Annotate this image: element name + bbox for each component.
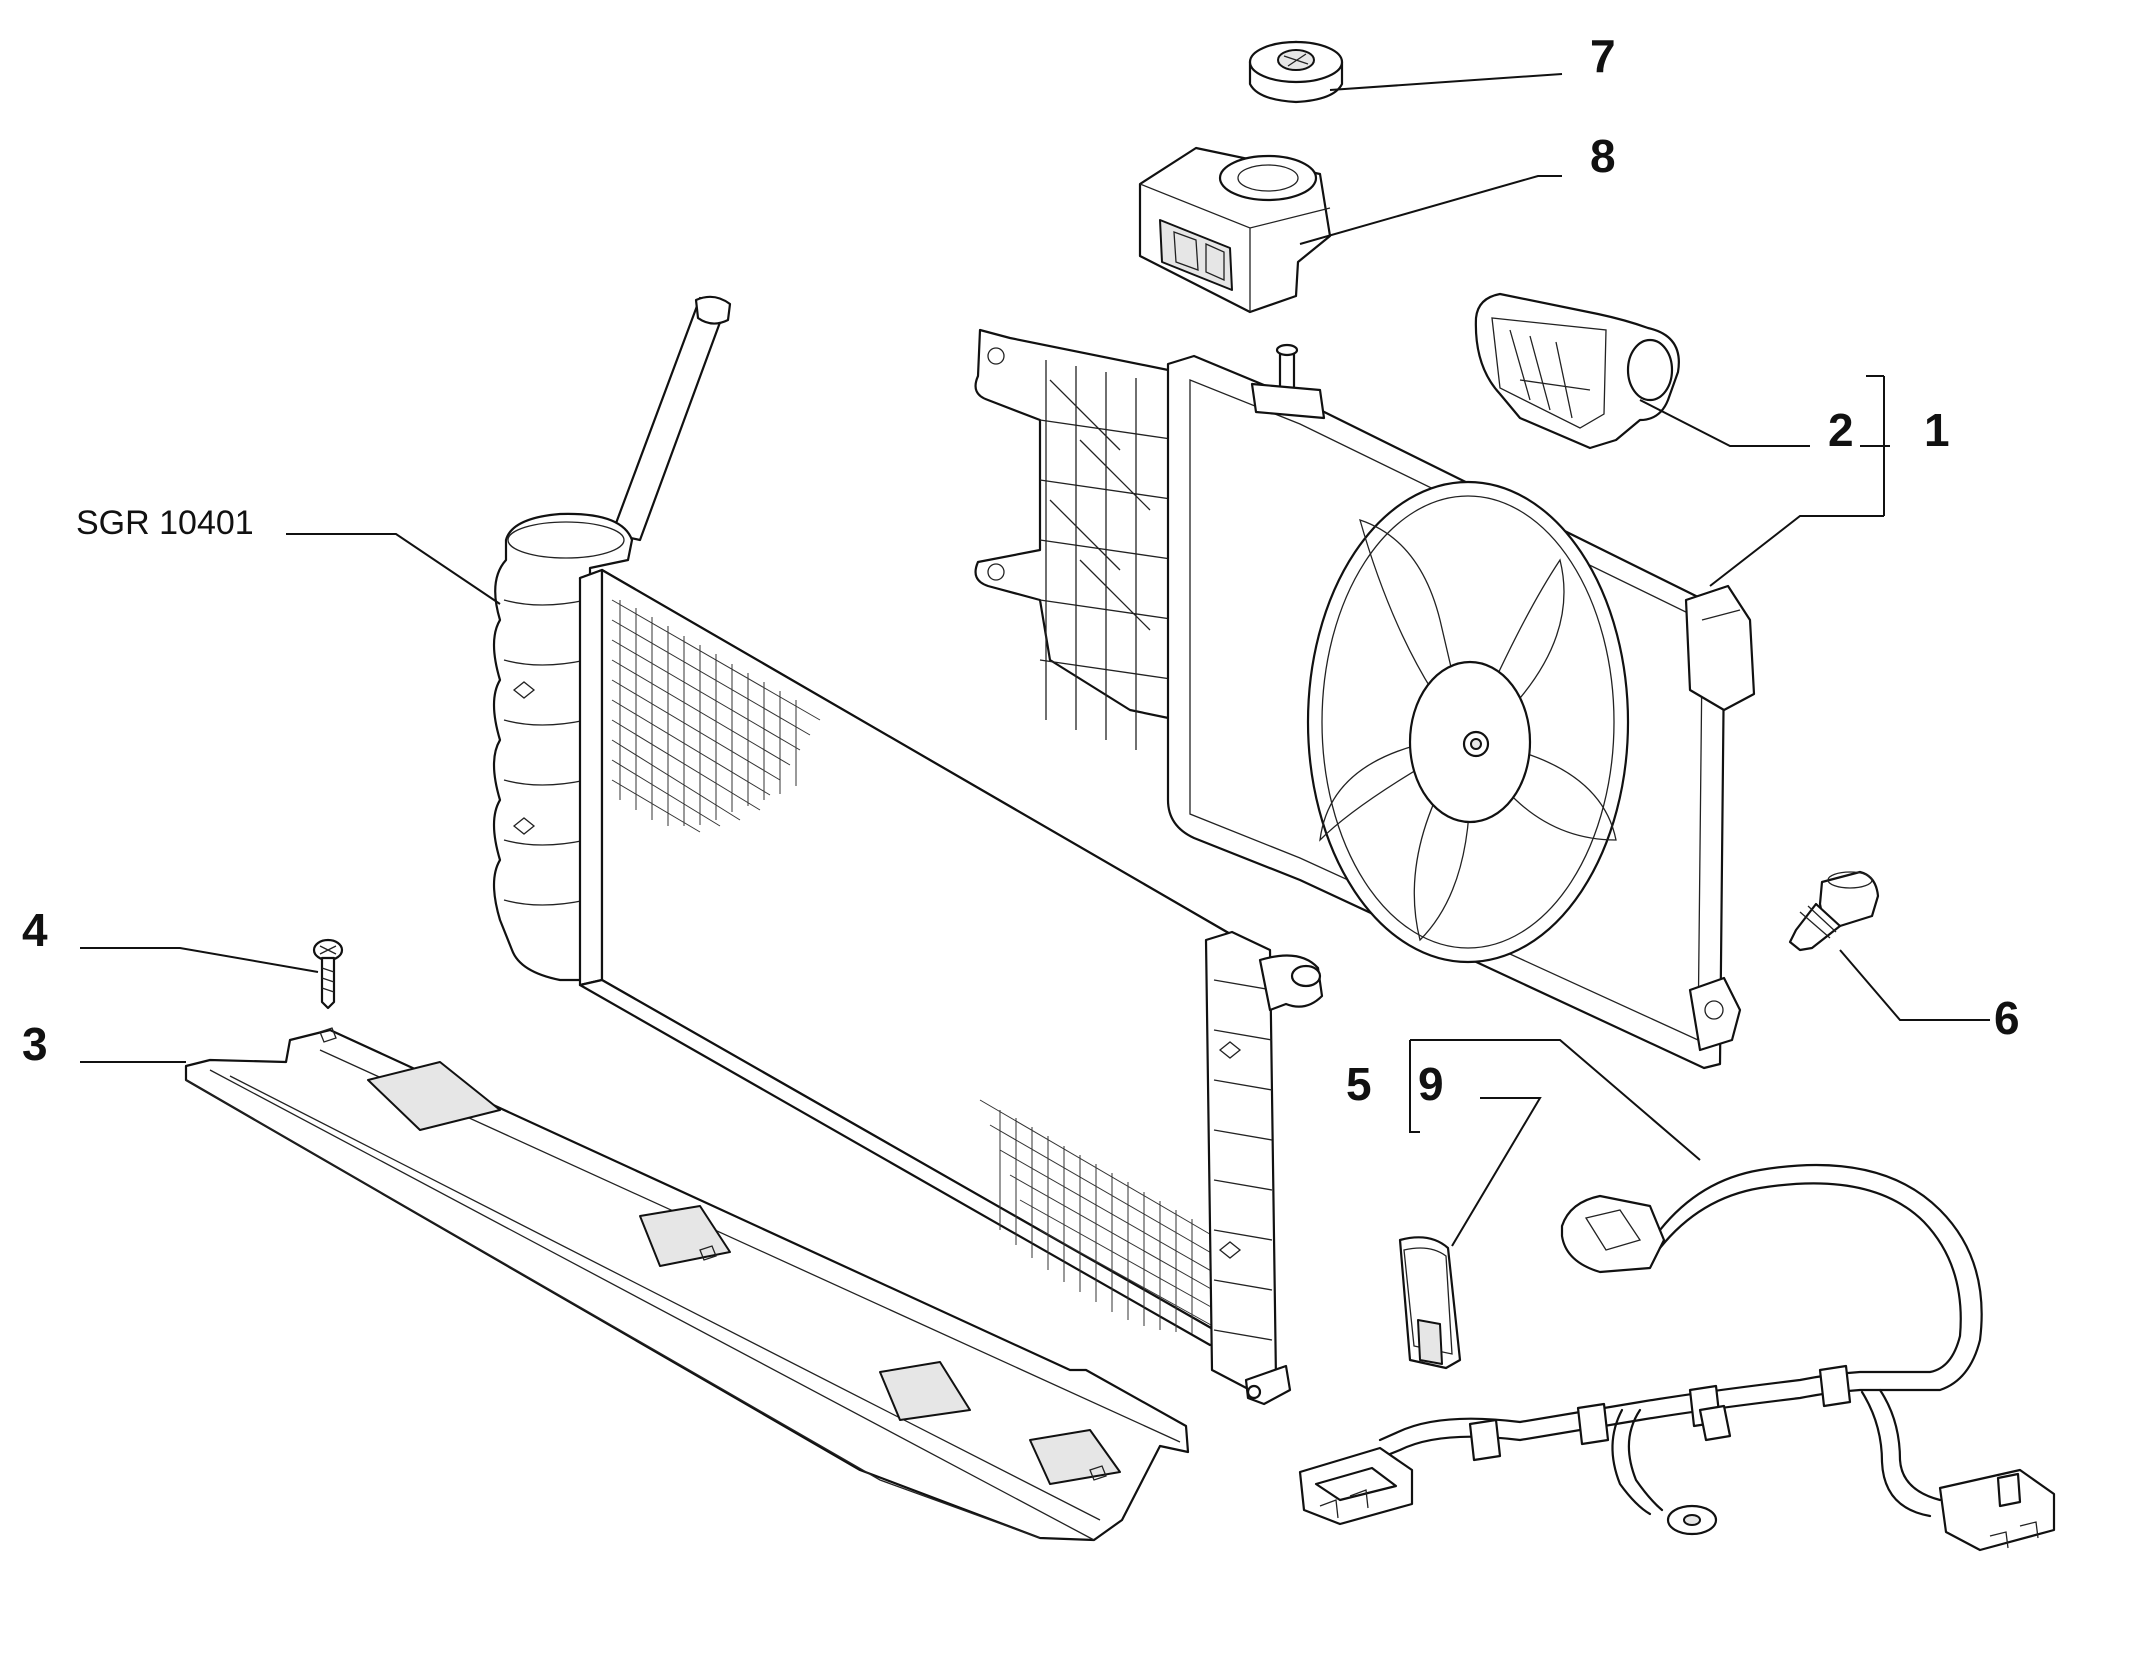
leader-sgr (286, 533, 501, 605)
leader-2 (1639, 399, 1810, 447)
leader-5 (1409, 1039, 1701, 1161)
callout-7: 7 (1590, 30, 1616, 82)
leader-9 (1451, 1097, 1542, 1247)
part-3-deflector (184, 1027, 1190, 1542)
reference-code: SGR 10401 (76, 504, 254, 542)
part-6-bolt (1788, 870, 1880, 952)
bracket-1-2 (1860, 375, 1890, 517)
callout-8: 8 (1590, 130, 1616, 182)
callout-2: 2 (1828, 404, 1854, 456)
leader-8 (1299, 175, 1562, 245)
part-2-resistor (1474, 292, 1680, 450)
callout-1: 1 (1924, 404, 1950, 456)
leader-1 (1709, 515, 1884, 587)
callout-3: 3 (22, 1018, 48, 1070)
callout-5: 5 (1346, 1058, 1372, 1110)
fan-shroud-assembly (974, 328, 1756, 1070)
part-5-wiring-harness (1298, 1163, 2056, 1552)
leader-4 (80, 947, 319, 973)
part-4-screw (312, 938, 344, 1010)
leader-6 (1839, 949, 1990, 1021)
part-8-bracket (1138, 146, 1332, 314)
radiator (492, 295, 1324, 1406)
callout-9: 9 (1418, 1058, 1444, 1110)
part-7-cap (1248, 40, 1344, 104)
leader-lines (80, 73, 1990, 1247)
callout-4: 4 (22, 904, 48, 956)
callout-labels: 7 8 2 1 6 5 9 4 3 SGR 10401 (22, 30, 2020, 1110)
callout-6: 6 (1994, 992, 2020, 1044)
part-9-clip (1398, 1236, 1462, 1370)
leader-7 (1329, 73, 1563, 91)
